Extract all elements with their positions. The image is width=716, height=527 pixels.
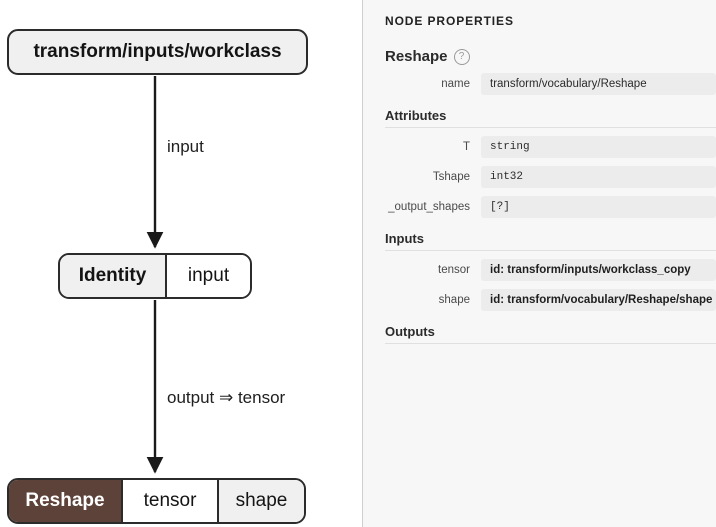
attribute-row: _output_shapes [?] <box>363 196 716 218</box>
property-value-name[interactable]: transform/vocabulary/Reshape <box>481 73 716 95</box>
section-header-inputs-label: Inputs <box>385 231 430 246</box>
graph-node-reshape-slot-tensor[interactable]: tensor <box>121 480 217 522</box>
panel-title: NODE PROPERTIES <box>385 14 514 28</box>
help-icon[interactable]: ? <box>453 48 470 65</box>
section-header-attributes: Attributes <box>385 108 716 128</box>
attribute-key: _output_shapes <box>388 201 470 213</box>
graph-node-identity-name: Identity <box>60 255 165 297</box>
attribute-row: T string <box>363 136 716 158</box>
graph-node-reshape-name: Reshape <box>9 480 121 522</box>
node-heading: Reshape <box>385 48 448 65</box>
graph-edges-svg <box>146 76 164 474</box>
attribute-row: Tshape int32 <box>363 166 716 188</box>
graph-node-reshape-slot-shape[interactable]: shape <box>217 480 304 522</box>
input-row: shape id: transform/vocabulary/Reshape/s… <box>363 289 716 311</box>
property-key-name: name <box>441 78 470 90</box>
input-value[interactable]: id: transform/vocabulary/Reshape/shape <box>481 289 716 311</box>
section-header-inputs: Inputs <box>385 231 716 251</box>
input-key: tensor <box>438 264 470 276</box>
graph-canvas[interactable]: input output ⇒ tensor transform/inputs/w… <box>0 0 362 527</box>
input-value[interactable]: id: transform/inputs/workclass_copy <box>481 259 716 281</box>
edge-label-output: output ⇒ tensor <box>167 388 286 407</box>
outputs-body <box>363 344 716 404</box>
graph-node-identity[interactable]: Identity input <box>58 253 252 299</box>
section-header-outputs-label: Outputs <box>385 324 441 339</box>
node-heading-row: Reshape ? <box>385 48 716 65</box>
attribute-value[interactable]: [?] <box>481 196 716 218</box>
input-row: tensor id: transform/inputs/workclass_co… <box>363 259 716 281</box>
section-header-outputs: Outputs <box>385 324 716 344</box>
attribute-value[interactable]: string <box>481 136 716 158</box>
attribute-key: T <box>462 141 470 153</box>
edge-label-input: input <box>167 137 204 156</box>
property-row-name: name transform/vocabulary/Reshape <box>363 73 716 95</box>
attribute-value[interactable]: int32 <box>481 166 716 188</box>
graph-node-workclass[interactable]: transform/inputs/workclass <box>7 29 308 75</box>
section-header-attributes-label: Attributes <box>385 108 453 123</box>
node-properties-panel: NODE PROPERTIES Reshape ? name transform… <box>362 0 716 527</box>
graph-node-identity-slot-input[interactable]: input <box>165 255 250 297</box>
input-key: shape <box>438 294 470 306</box>
graph-node-workclass-label: transform/inputs/workclass <box>33 41 282 62</box>
attribute-key: Tshape <box>432 171 470 183</box>
graph-node-reshape[interactable]: Reshape tensor shape <box>7 478 306 524</box>
